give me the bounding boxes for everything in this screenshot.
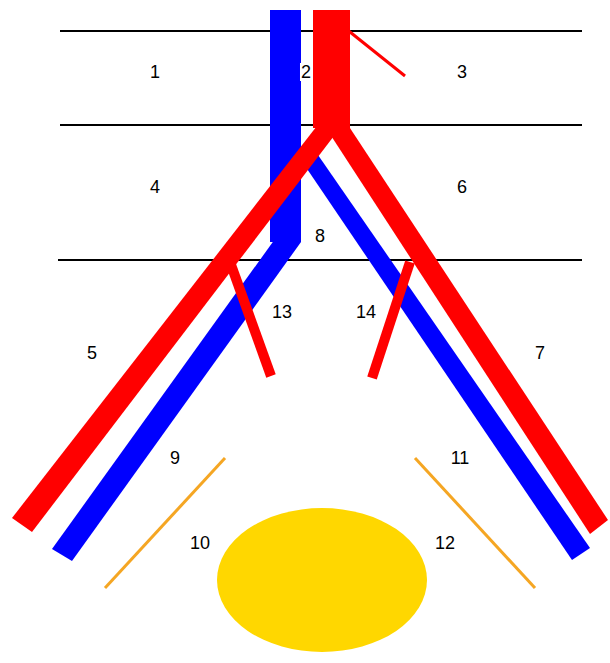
callout-number: 2 — [300, 63, 312, 81]
right-branch — [372, 262, 410, 378]
left-orange-line — [105, 458, 225, 588]
aorta — [313, 10, 350, 128]
callout-number: 10 — [189, 534, 211, 552]
right-orange-line — [415, 458, 535, 588]
callout-number: 7 — [534, 344, 546, 362]
yellow-organ — [217, 508, 427, 652]
level-line — [58, 259, 582, 261]
callout-number: 3 — [456, 63, 468, 81]
callout-number: 1 — [149, 63, 161, 81]
right-vein — [301, 155, 590, 560]
artery-branches — [230, 28, 410, 378]
callout-number: 9 — [169, 449, 181, 467]
callout-number: 8 — [314, 227, 326, 245]
callout-number: 5 — [86, 344, 98, 362]
callout-number: 14 — [355, 303, 377, 321]
left-artery — [12, 122, 340, 532]
veins — [52, 10, 590, 561]
callout-number: 11 — [450, 449, 471, 467]
callout-number: 12 — [434, 534, 456, 552]
arteries — [12, 10, 608, 534]
callout-number: 6 — [456, 178, 468, 196]
small-branch — [345, 28, 405, 76]
callout-number: 4 — [149, 178, 161, 196]
right-artery — [326, 122, 608, 534]
left-branch — [230, 262, 271, 376]
callout-number: 13 — [271, 303, 293, 321]
